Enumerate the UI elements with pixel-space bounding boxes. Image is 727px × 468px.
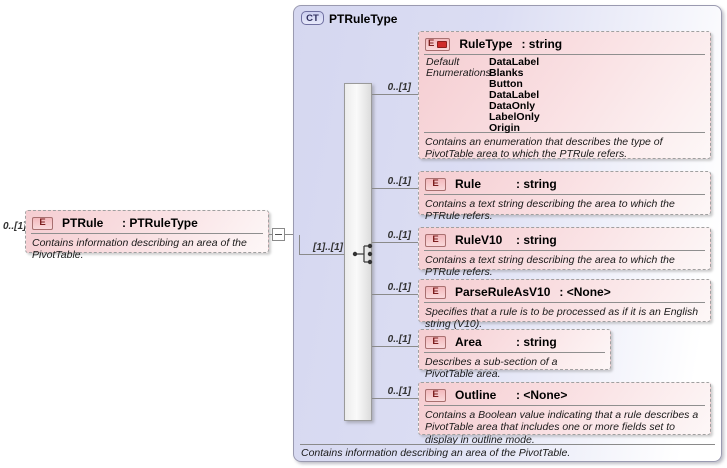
element-header: E Rule : string <box>419 172 710 194</box>
element-type: : <None> <box>516 388 568 402</box>
divider <box>424 54 705 55</box>
element-name: Area <box>455 335 482 349</box>
element-icon: E <box>425 233 446 247</box>
element-icon: E <box>425 177 446 191</box>
element-name: PTRule <box>62 216 104 230</box>
connector-line <box>299 254 353 255</box>
element-header: E Outline : <None> <box>419 383 710 405</box>
element-description: Contains a text string describing the ar… <box>425 198 675 223</box>
element-multiplicity: 0..[1] <box>387 334 411 345</box>
source-element-multiplicity: 0..[1] <box>3 221 27 232</box>
element-multiplicity: 0..[1] <box>387 82 411 93</box>
connector-line <box>299 235 300 255</box>
element-header-ptrule: E PTRule : PTRuleType <box>26 211 268 233</box>
element-multiplicity: 0..[1] <box>387 386 411 397</box>
element-box-ruletype[interactable]: E RuleType : string Default Enumerations… <box>418 31 711 160</box>
facet-table: Default Enumerations DataLabel Blanks Bu… <box>419 55 710 134</box>
divider <box>424 194 705 195</box>
element-description: Contains an enumeration that describes t… <box>425 136 663 161</box>
element-header: E RuleV10 : string <box>419 228 710 250</box>
element-icon: E <box>425 388 446 402</box>
element-icon: E <box>425 335 446 349</box>
element-type: : string <box>521 37 563 51</box>
divider <box>424 405 705 406</box>
element-type: : string <box>516 177 557 191</box>
element-box-outline[interactable]: E Outline : <None> Contains a Boolean va… <box>418 382 711 446</box>
minus-icon <box>275 234 282 235</box>
element-multiplicity: 0..[1] <box>387 230 411 241</box>
element-icon: E <box>32 216 53 230</box>
element-name: Outline <box>455 388 497 402</box>
facet-values: DataLabel Blanks Button DataLabel DataOn… <box>489 56 540 134</box>
facet-labels: Default Enumerations <box>426 56 491 79</box>
element-header: E ParseRuleAsV10 : <None> <box>419 280 710 302</box>
element-type: : PTRuleType <box>122 216 198 230</box>
divider <box>300 444 715 445</box>
element-multiplicity: 0..[1] <box>387 282 411 293</box>
connector-line <box>372 398 418 399</box>
element-box-rulev10[interactable]: E RuleV10 : string Contains a text strin… <box>418 227 711 278</box>
connector-line <box>372 242 418 243</box>
element-multiplicity: 0..[1] <box>387 176 411 187</box>
element-icon: E <box>425 285 446 299</box>
divider <box>424 302 705 303</box>
connector-line <box>372 294 418 295</box>
element-header: E Area : string <box>419 330 610 352</box>
element-description: Specifies that a rule is to be processed… <box>425 306 699 331</box>
divider <box>424 250 705 251</box>
element-with-enumeration-icon: E <box>425 37 451 51</box>
element-description: Describes a sub-section of a PivotTable … <box>425 356 558 381</box>
divider <box>31 233 263 234</box>
element-type: : <None> <box>559 285 611 299</box>
element-name: RuleV10 <box>455 233 503 247</box>
collapse-expander-button[interactable] <box>272 228 285 241</box>
connector-line <box>372 346 418 347</box>
element-type: : string <box>516 233 557 247</box>
element-box-ptrule[interactable]: E PTRule : PTRuleType Contains informati… <box>25 210 269 261</box>
divider <box>424 352 605 353</box>
element-description: Contains a Boolean value indicating that… <box>425 409 699 446</box>
complex-type-container: CT PTRuleType [1]..[1] 0..[1] 0..[1] 0..… <box>293 5 722 462</box>
complex-type-description: Contains information describing an area … <box>301 447 571 459</box>
element-description: Contains a text string describing the ar… <box>425 254 675 279</box>
sequence-compositor-bar <box>344 83 372 421</box>
complex-type-icon: CT <box>301 11 324 25</box>
sequence-icon <box>352 243 373 265</box>
element-box-parseruleasv10[interactable]: E ParseRuleAsV10 : <None> Specifies that… <box>418 279 711 330</box>
element-header: E RuleType : string <box>419 32 710 54</box>
connector-line <box>372 188 418 189</box>
element-type: : string <box>516 335 557 349</box>
sequence-multiplicity: [1]..[1] <box>313 242 343 253</box>
element-name: RuleType <box>459 37 513 51</box>
element-description: Contains information describing an area … <box>32 237 247 262</box>
divider <box>424 132 705 133</box>
connector-line <box>372 94 418 95</box>
element-name: Rule <box>455 177 482 191</box>
element-name: ParseRuleAsV10 <box>455 285 551 299</box>
element-box-rule[interactable]: E Rule : string Contains a text string d… <box>418 171 711 222</box>
enumeration-marker-icon <box>437 40 448 48</box>
complex-type-title: PTRuleType <box>329 12 398 26</box>
element-box-area[interactable]: E Area : string Describes a sub-section … <box>418 329 611 380</box>
